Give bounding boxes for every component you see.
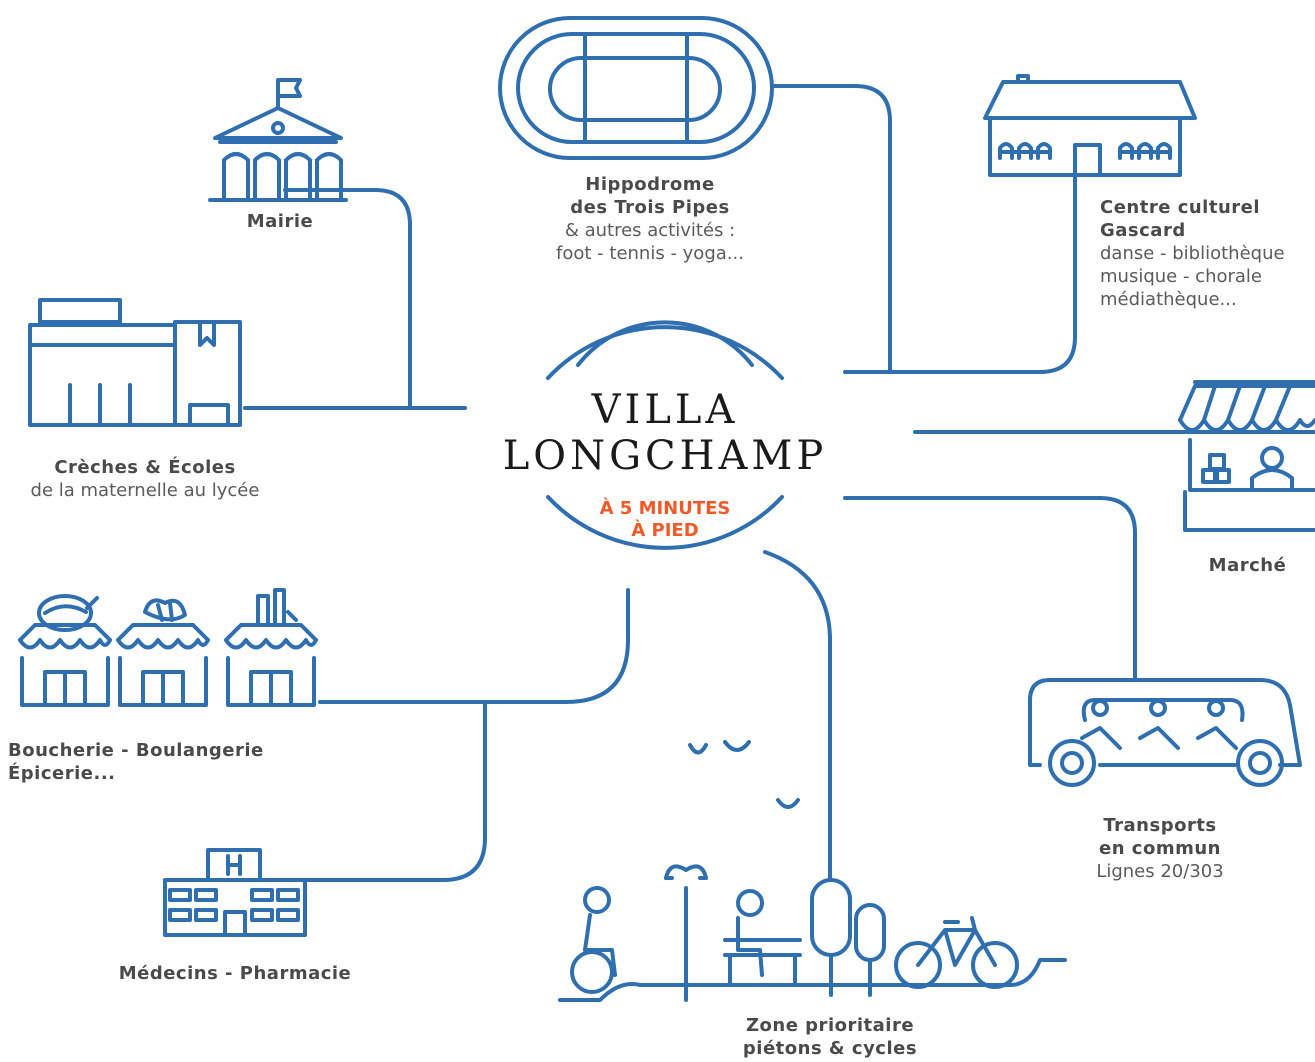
shops-icon [18, 588, 318, 707]
walking-badge-line2: À PIED [631, 520, 699, 541]
pedestrian-zone-title: Zone prioritaire [745, 1015, 915, 1036]
cultural-centre-icon [983, 74, 1197, 177]
pedestrian-zone-label: Zone prioritaire piétons & cycles [680, 1014, 980, 1060]
hippodrome-label: Hippodrome des Trois Pipes & autres acti… [520, 173, 780, 265]
hippodrome-subtitle: des Trois Pipes [570, 197, 730, 218]
market-stall-icon [1178, 380, 1315, 532]
culture-desc-3: médiathèque... [1100, 289, 1237, 310]
culture-title: Centre culturel [1100, 197, 1261, 218]
schools-label: Crèches & Écoles de la maternelle au lyc… [0, 456, 290, 502]
hospital-icon [163, 848, 307, 937]
market-title: Marché [1208, 555, 1287, 576]
cultural-centre-label: Centre culturel Gascard danse - biblioth… [1100, 196, 1315, 311]
culture-desc-1: danse - bibliothèque [1100, 243, 1285, 264]
culture-desc-2: musique - chorale [1100, 266, 1262, 287]
connector-lines [243, 84, 1315, 882]
transport-title: Transports [1103, 815, 1217, 836]
site-title-line2: LONGCHAMP [502, 433, 828, 479]
transport-desc: Lignes 20/303 [1096, 861, 1224, 882]
schools-desc: de la maternelle au lycée [30, 480, 260, 501]
shops-label: Boucherie - Boulangerie Épicerie... [8, 739, 328, 785]
culture-subtitle: Gascard [1100, 220, 1186, 241]
doctors-label: Médecins - Pharmacie [90, 962, 380, 985]
site-title-line1: VILLA [591, 387, 739, 433]
hippodrome-desc-1: & autres activités : [564, 220, 736, 241]
schools-title: Crèches & Écoles [54, 457, 236, 478]
mairie-label: Mairie [200, 210, 360, 233]
shops-title: Boucherie - Boulangerie [8, 740, 264, 761]
school-building-icon [28, 298, 242, 427]
bus-icon [1028, 678, 1302, 787]
center-circle [546, 320, 784, 550]
park-icon [558, 740, 1067, 1002]
walking-badge-line1: À 5 MINUTES [599, 498, 731, 519]
mairie-title: Mairie [246, 211, 314, 232]
transport-subtitle: en commun [1099, 838, 1221, 859]
racecourse-icon [498, 16, 774, 160]
transport-label: Transports en commun Lignes 20/303 [1060, 814, 1260, 883]
pedestrian-zone-subtitle: piétons & cycles [742, 1038, 918, 1059]
hippodrome-desc-2: foot - tennis - yoga... [556, 243, 744, 264]
doctors-title: Médecins - Pharmacie [118, 963, 352, 984]
market-label: Marché [1180, 554, 1315, 577]
town-hall-icon [208, 78, 348, 202]
shops-subtitle: Épicerie... [8, 763, 116, 784]
hippodrome-title: Hippodrome [585, 174, 715, 195]
